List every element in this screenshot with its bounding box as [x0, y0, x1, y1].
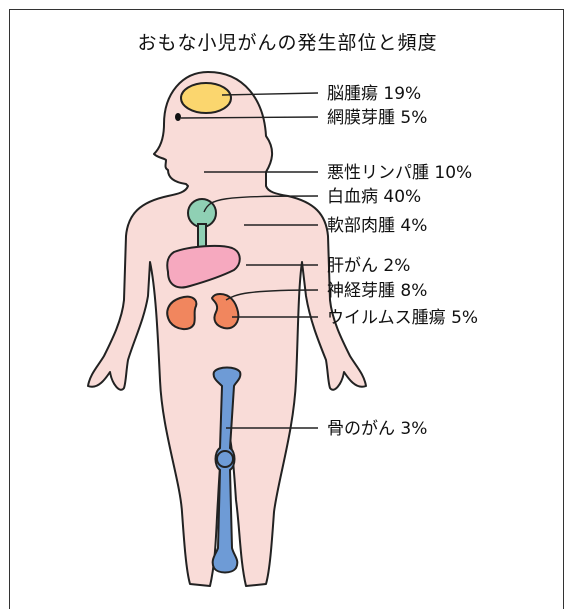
kidney-left [167, 297, 196, 329]
leader-eye [181, 117, 318, 118]
knee-joint [217, 451, 233, 467]
label-retinoblastoma: 網膜芽腫 5% [327, 108, 427, 128]
label-soft-tissue-sarcoma: 軟部肉腫 4% [327, 216, 427, 236]
label-brain-tumor: 脳腫瘍 19% [327, 84, 421, 104]
label-neuroblastoma: 神経芽腫 8% [327, 281, 427, 301]
label-malignant-lymphoma: 悪性リンパ腫 10% [327, 163, 472, 183]
label-bone-cancer: 骨のがん 3% [327, 419, 427, 439]
label-liver-cancer: 肝がん 2% [327, 256, 410, 276]
label-wilms-tumor: ウイルムス腫瘍 5% [327, 308, 478, 328]
eye [175, 113, 181, 121]
brain-organ [181, 83, 231, 113]
label-leukemia: 白血病 40% [327, 187, 421, 207]
